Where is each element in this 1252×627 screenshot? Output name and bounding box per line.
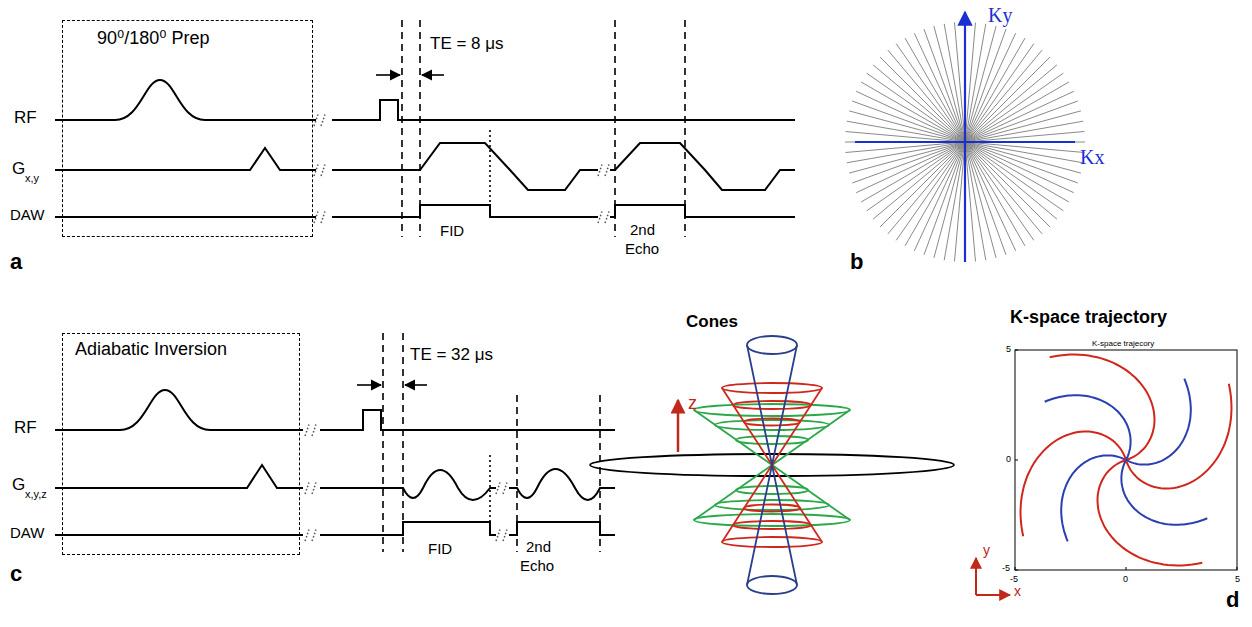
spiral-arm [1121,460,1207,525]
panel-letter: a [10,250,22,274]
break-mark [314,164,325,176]
rf-line [320,410,615,430]
tick-label: 0 [1123,575,1128,585]
gradient-line [55,148,316,170]
signal-name: DAW [10,525,44,542]
tick-marks [1015,350,1237,570]
break-mark [305,424,316,436]
signal-name: G [12,476,25,495]
spiral-arm [1021,432,1127,537]
rf-line [55,390,303,430]
te-arrow [422,74,444,76]
te-label: TE = 32 μs [410,346,493,365]
window-label: FID [428,541,452,558]
signal-name: RF [14,109,37,128]
te-arrow [376,74,400,76]
blue-cone [747,336,797,594]
spiral-arm [1098,460,1203,566]
signal-name: RF [14,419,37,438]
sequence-a [55,20,795,237]
daw-line [332,205,598,217]
axis-label: z [688,394,697,414]
break-mark [314,114,325,126]
daw-line [320,522,496,535]
figure-title: Cones [686,313,738,332]
spiral-arm [1050,355,1155,461]
te-arrow [357,384,381,386]
box-heading: Adiabatic Inversion [75,340,227,360]
tick-label: 5 [1235,575,1240,585]
spiral-arms [1021,355,1232,566]
daw-line [610,205,795,217]
spiral-arm [1045,395,1131,460]
break-mark [598,164,609,176]
dotted-line [489,455,491,535]
break-mark [496,529,507,541]
break-mark [305,529,316,541]
gradient-line [332,143,598,190]
window-label: Echo [625,241,659,258]
break-mark [598,211,609,223]
gradient-line [610,143,795,190]
spiral-arm [1126,384,1232,489]
break-marks [305,114,609,541]
figure-title: K-space trajectory [1010,308,1167,328]
prep-box: 90⁰/180⁰ Prep [62,20,313,237]
plot-frame [1015,350,1237,570]
window-lines [383,333,600,552]
cones-figure [590,336,954,594]
panel-letter: b [850,250,863,274]
gradient-line [320,470,496,500]
window-label: 2nd [526,539,551,556]
plot-title: K-space trajecory [1092,340,1154,349]
axis-label: Kx [1080,146,1104,168]
signal-name: G [12,160,25,179]
daw-line [55,216,316,218]
rf-line [55,80,316,120]
k-axes [855,12,1075,262]
gradient-line [55,465,303,488]
daw-line [55,534,303,536]
break-mark [314,211,325,223]
tick-label: -5 [1002,564,1010,574]
window-label: 2nd [630,222,655,239]
panel-letter: c [10,562,22,586]
gradient-line [509,469,615,500]
window-label: FID [440,223,464,240]
sequence-c [55,333,615,552]
signal-name: DAW [10,207,44,224]
window-label: Echo [520,558,554,575]
spiral-arm [1061,455,1126,541]
window-lines [402,20,685,237]
tick-label: 0 [1006,455,1011,465]
panel-letter: d [1226,588,1239,612]
box-heading: 90⁰/180⁰ Prep [97,29,210,49]
z-arrow [677,400,680,452]
axis-label: Ky [988,4,1012,26]
signal-subscript: x,y,z [25,488,47,500]
dotted-line [489,130,491,217]
tick-label: 5 [1006,345,1011,355]
spiral-arm [1126,379,1191,465]
break-mark [305,482,316,494]
te-arrow [405,384,427,386]
axis-label: y [983,543,990,558]
daw-line [509,522,615,535]
break-mark [496,482,507,494]
axis-label: x [1014,584,1021,599]
prep-box: Adiabatic Inversion [62,333,300,555]
signal-subscript: x,y [25,172,39,184]
te-label: TE = 8 μs [430,35,504,54]
xy-axes [976,558,1010,595]
